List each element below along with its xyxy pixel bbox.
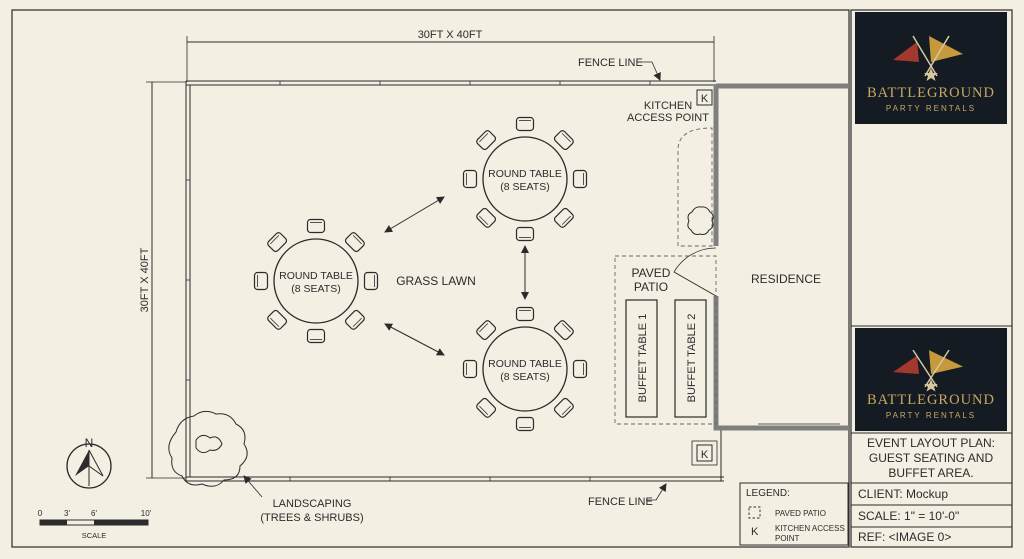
scale-tick-6: 6' xyxy=(91,509,97,518)
scale-tick-3: 3' xyxy=(64,509,70,518)
company-logo-top: BATTLEGROUND PARTY RENTALS xyxy=(854,11,1008,125)
dimension-label-top: 30FT X 40FT xyxy=(418,29,483,41)
dimension-label-left: 30FT X 40FT xyxy=(139,247,151,312)
paved-patio-label-line2: PATIO xyxy=(634,280,668,294)
dashed-square-icon xyxy=(748,506,761,519)
buffet-table-1-label: BUFFET TABLE 1 xyxy=(637,314,649,403)
logo-subtitle: PARTY RENTALS xyxy=(886,104,976,113)
legend-item-kitchen-line1: KITCHEN ACCESS xyxy=(775,524,845,533)
table-label-line2: (8 SEATS) xyxy=(291,283,340,295)
round-table-3: ROUND TABLE (8 SEATS) xyxy=(462,306,588,432)
legend-item-kitchen-line2: POINT xyxy=(775,534,800,543)
logo-name: BATTLEGROUND xyxy=(867,85,995,101)
legend-item-paved-patio: PAVED PATIO xyxy=(775,509,826,518)
ref-field: REF: <IMAGE 0> xyxy=(858,530,951,544)
door-leaf xyxy=(673,271,717,297)
round-table-1: ROUND TABLE (8 SEATS) xyxy=(253,218,379,344)
landscaping-tree-icon xyxy=(168,410,248,487)
paved-patio-label-line1: PAVED xyxy=(632,266,671,280)
table-label-line1: ROUND TABLE xyxy=(279,270,353,282)
kitchen-walkway xyxy=(677,127,713,247)
scale-tick-10: 10' xyxy=(141,509,152,518)
table-top xyxy=(273,238,359,324)
logo-name: BATTLEGROUND xyxy=(867,392,995,408)
kitchen-access-point-bottom: K xyxy=(691,440,718,466)
kitchen-marker-bottom: K xyxy=(701,449,709,461)
grass-lawn-label: GRASS LAWN xyxy=(396,274,476,288)
legend-title: LEGEND: xyxy=(746,488,790,499)
table-label-line1: ROUND TABLE xyxy=(488,168,562,180)
plan-title-line1: EVENT LAYOUT PLAN: xyxy=(867,436,995,450)
fence-line-label-top: FENCE LINE xyxy=(578,57,643,69)
kitchen-access-point-top: K KITCHEN ACCESS POINT xyxy=(627,89,713,124)
plan-title-line3: BUFFET AREA. xyxy=(888,466,973,480)
site-plan: 30FT X 40FT 30FT X 40FT xyxy=(38,29,849,546)
buffet-table-2: BUFFET TABLE 2 xyxy=(674,299,707,418)
kitchen-k-icon: K xyxy=(751,526,759,538)
table-top xyxy=(482,136,568,222)
buffet-table-1: BUFFET TABLE 1 xyxy=(625,299,658,418)
logo-subtitle: PARTY RENTALS xyxy=(886,411,976,420)
kitchen-access-label-line1: KITCHEN xyxy=(644,100,692,112)
legend: LEGEND: PAVED PATIO K KITCHEN ACCESS POI… xyxy=(739,482,849,546)
kitchen-access-label-line2: ACCESS POINT xyxy=(627,112,709,124)
circulation-arrow-1 xyxy=(384,196,445,233)
buffet-table-2-label: BUFFET TABLE 2 xyxy=(686,314,698,403)
fence-line-label-bottom: FENCE LINE xyxy=(588,496,653,508)
residence: RESIDENCE xyxy=(673,83,849,431)
table-top xyxy=(482,326,568,412)
client-field: CLIENT: Mockup xyxy=(858,487,948,501)
sheet-border xyxy=(11,9,850,548)
title-block-border xyxy=(850,9,1013,548)
round-table-2: ROUND TABLE (8 SEATS) xyxy=(462,116,588,242)
fence xyxy=(185,80,724,482)
scale-bar: 0 3' 6' 10' SCALE xyxy=(38,509,152,540)
kitchen-marker-top: K xyxy=(701,93,709,105)
north-arrow: N xyxy=(66,436,112,489)
circulation-arrow-2 xyxy=(384,323,445,356)
scale-tick-0: 0 xyxy=(38,509,43,518)
landscaping-label-line1: LANDSCAPING xyxy=(273,498,352,510)
company-logo-bottom: BATTLEGROUND PARTY RENTALS xyxy=(854,327,1008,432)
north-label: N xyxy=(85,436,94,450)
scale-caption: SCALE xyxy=(82,531,107,540)
title-block: BATTLEGROUND PARTY RENTALS BATTLEGROUND … xyxy=(851,11,1012,544)
landscaping-label-line2: (TREES & SHRUBS) xyxy=(260,512,363,524)
shrub-icon xyxy=(687,206,714,235)
paved-patio-area xyxy=(614,255,717,425)
scale-field: SCALE: 1" = 10'-0" xyxy=(858,509,959,523)
table-label-line2: (8 SEATS) xyxy=(500,371,549,383)
table-label-line1: ROUND TABLE xyxy=(488,358,562,370)
door-swing xyxy=(673,247,717,273)
residence-label: RESIDENCE xyxy=(751,272,821,286)
table-label-line2: (8 SEATS) xyxy=(500,181,549,193)
plan-title-line2: GUEST SEATING AND xyxy=(869,451,994,465)
